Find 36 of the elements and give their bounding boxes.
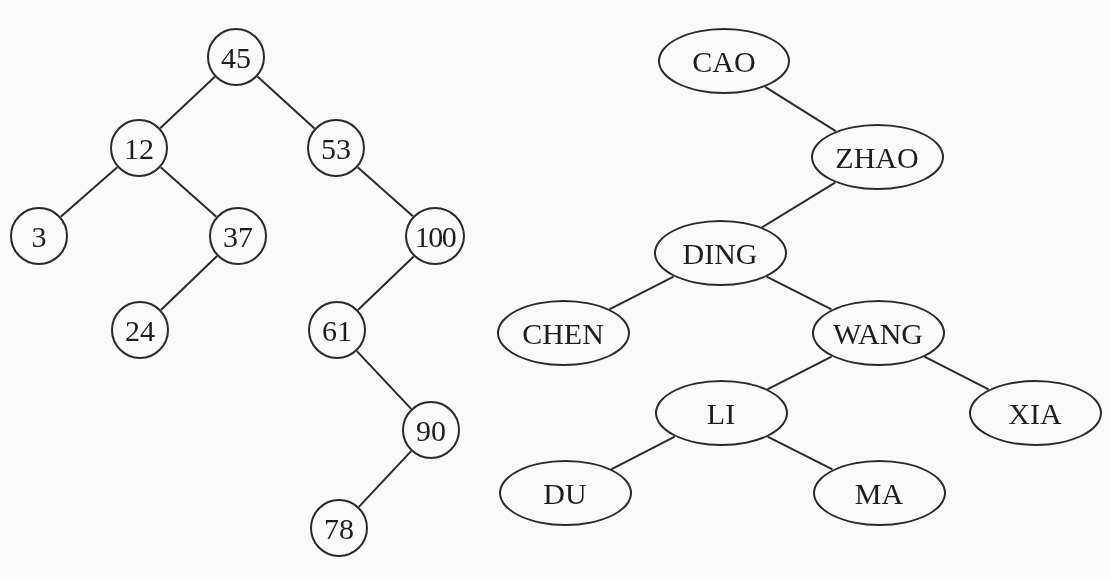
tree-node: DU (498, 460, 632, 526)
tree-edge (608, 275, 675, 311)
tree-edge (355, 350, 413, 410)
tree-node: LI (654, 380, 788, 446)
tree-node: 3 (10, 207, 68, 265)
tree-edge (760, 181, 837, 229)
tree-edge (766, 355, 833, 391)
tree-edge (159, 75, 216, 130)
tree-node: CAO (658, 28, 790, 94)
tree-edge (923, 355, 990, 391)
tree-node: 61 (308, 301, 366, 359)
tree-node: MA (812, 460, 946, 526)
tree-node: 100 (405, 207, 465, 265)
tree-node: CHEN (496, 300, 630, 366)
tree-edge (357, 450, 413, 508)
tree-node: 24 (111, 301, 169, 359)
tree-edge (356, 255, 415, 311)
tree-node: ZHAO (810, 124, 944, 190)
tree-edge (256, 75, 316, 130)
tree-node: WANG (811, 300, 945, 366)
tree-edge (765, 275, 833, 311)
tree-edge (356, 166, 414, 218)
tree-edge (766, 435, 834, 471)
tree-edge (59, 166, 119, 218)
tree-node: 78 (310, 499, 368, 557)
tree-node: 45 (207, 28, 265, 86)
tree-edge (159, 255, 219, 311)
tree-edge (764, 85, 837, 133)
tree-edge (610, 435, 676, 471)
tree-node: DING (653, 220, 787, 286)
tree-node: 37 (209, 207, 267, 265)
tree-node: 12 (110, 119, 168, 177)
tree-node: 90 (402, 401, 460, 459)
tree-node: 53 (307, 119, 365, 177)
tree-edge (159, 166, 218, 218)
tree-node: XIA (968, 380, 1102, 446)
